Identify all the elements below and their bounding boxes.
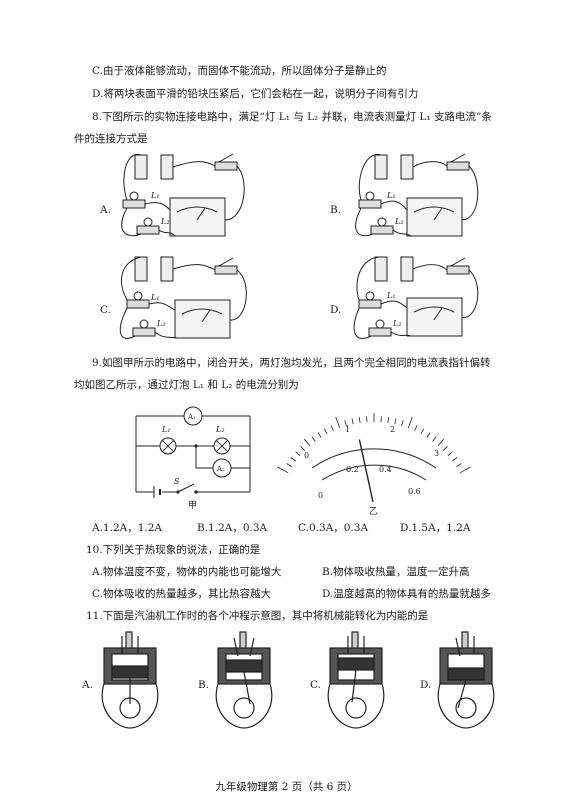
- meter-inner-0.4: 0.4: [379, 465, 392, 474]
- q8-d-l2: L₂: [392, 319, 402, 328]
- meter-tick: [300, 446, 306, 451]
- meter-tick: [295, 451, 301, 456]
- q9-caption-yi: 乙: [369, 506, 378, 517]
- q8-circuit-a: L₁ L₂: [121, 153, 245, 237]
- meter-tick: [407, 416, 413, 429]
- meter-tick: [452, 457, 458, 462]
- meter-tick: [303, 438, 311, 447]
- q9-option-a: A.1.2A，1.2A: [92, 522, 162, 534]
- q8-label-c: C.: [100, 304, 111, 316]
- q8-b-l2: L₂: [394, 217, 404, 226]
- meter-tick: [311, 436, 316, 442]
- q11-engine-d: [437, 631, 495, 729]
- q8-circuit-c: L₁ L₂: [119, 256, 247, 339]
- meter-tick: [456, 463, 462, 468]
- q9-a2-label: A₂: [216, 465, 225, 473]
- q9-option-c: C.0.3A，0.3A: [298, 522, 369, 534]
- q11-label-d: D.: [420, 679, 432, 691]
- meter-tick: [277, 466, 289, 474]
- q9-l1-label: L₁: [161, 425, 171, 434]
- q11-label-c: C.: [310, 679, 321, 691]
- meter-needle: [358, 439, 374, 503]
- q9-switch-label: S: [174, 477, 180, 486]
- q7-option-c: C.由于液体能够流动，而固体不能流动，所以固体分子是静止的: [92, 65, 387, 77]
- q8-circuit-d: L₁ L₂: [353, 256, 479, 339]
- q8-a-l1: L₁: [150, 191, 160, 200]
- meter-tick: [286, 463, 292, 468]
- meter-inner-0: 0: [318, 491, 323, 500]
- q8-stem-line2: 件的连接方式是: [74, 133, 148, 145]
- q10-option-b: B.物体吸收热量，温度一定升高: [322, 566, 470, 578]
- meter-tick: [323, 428, 328, 435]
- q7-option-d: D.将两块表面平滑的铅块压紧后，它们会粘在一起，说明分子间有引力: [92, 88, 419, 100]
- meter-tick: [437, 438, 445, 447]
- page-footer: 九年级物理第 2 页（共 6 页）: [215, 781, 358, 793]
- q11-engine-a: [101, 631, 159, 729]
- ammeter-a2-icon: [212, 458, 232, 478]
- q11-label-a: A.: [82, 679, 93, 691]
- meter-inner-0.6: 0.6: [408, 487, 421, 496]
- q8-b-l1: L₁: [386, 191, 396, 200]
- meter-tick: [447, 451, 453, 456]
- meter-tick: [414, 425, 418, 431]
- meter-tick: [432, 436, 437, 442]
- q9-option-d: D.1.5A，1.2A: [400, 522, 471, 534]
- q11-engine-c: [327, 631, 385, 729]
- meter-outer-1: 1: [345, 425, 350, 434]
- meter-tick: [358, 417, 361, 424]
- meter-outer-arc: [311, 448, 437, 469]
- ammeter-a1-icon: [183, 406, 203, 426]
- q9-circuit-diagram: A₁ A₂ L₁ L₂ S 甲: [135, 406, 251, 511]
- q9-caption-jia: 甲: [188, 500, 197, 511]
- q10-option-c: C.物体吸收的热量越多，其比热容越大: [92, 588, 271, 600]
- q9-stem-line2: 均如图乙所示，通过灯泡 L₁ 和 L₂ 的电流分别为: [74, 379, 299, 391]
- meter-tick: [344, 420, 347, 427]
- meter-tick: [330, 425, 334, 431]
- q9-option-b: B.1.2A，0.3A: [197, 522, 268, 534]
- q11-engine-b: [215, 631, 273, 729]
- q8-label-b: B.: [330, 204, 342, 216]
- meter-tick: [394, 418, 397, 425]
- meter-tick: [426, 432, 431, 438]
- meter-tick: [442, 446, 448, 451]
- q11-label-b: B.: [198, 679, 210, 691]
- q10-stem: 10.下列关于热现象的说法，正确的是: [86, 544, 261, 556]
- q10-option-a: A.物体温度不变，物体的内能也可能增大: [92, 566, 282, 578]
- meter-outer-3: 3: [434, 449, 439, 458]
- q8-a-l2: L₂: [160, 217, 170, 226]
- meter-tick: [401, 420, 404, 427]
- q10-option-d: D.温度越高的物体具有的热量就越多: [322, 588, 491, 600]
- meter-inner-arc: [321, 464, 427, 481]
- meter-tick: [317, 432, 322, 438]
- q8-d-l1: L₁: [386, 291, 396, 300]
- q8-label-d: D.: [330, 304, 342, 316]
- meter-tick: [335, 416, 341, 429]
- meter-outer-0: 0: [304, 451, 309, 460]
- q9-meter-dial: 0 1 2 3 0 0.2 0.4 0.6 乙: [277, 413, 471, 517]
- q8-c-l1: L₁: [150, 293, 160, 302]
- q8-circuit-b: L₁ L₂: [355, 153, 479, 237]
- q9-l2-label: L₂: [215, 425, 225, 434]
- q9-stem-line1: 9.如图甲所示的电路中，闭合开关，两灯泡均发光，且两个完全相同的电流表指针偏转: [92, 357, 491, 369]
- meter-tick: [387, 417, 390, 424]
- q8-c-l2: L₂: [156, 319, 166, 328]
- meter-tick: [351, 418, 354, 425]
- q8-label-a: A.: [100, 204, 111, 216]
- meter-inner-0.2: 0.2: [346, 465, 359, 474]
- q8-stem-line1: 8.下图所示的实物连接电路中，满足“灯 L₁ 与 L₂ 并联，电流表测量灯 L₁…: [92, 111, 492, 123]
- meter-tick: [420, 428, 425, 435]
- q9-a1-label: A₁: [187, 413, 196, 421]
- meter-tick: [459, 466, 471, 474]
- meter-outer-2: 2: [390, 425, 395, 434]
- meter-tick: [290, 457, 296, 462]
- q11-stem: 11.下面是汽油机工作时的各个冲程示意图，其中将机械能转化为内能的是: [86, 610, 429, 622]
